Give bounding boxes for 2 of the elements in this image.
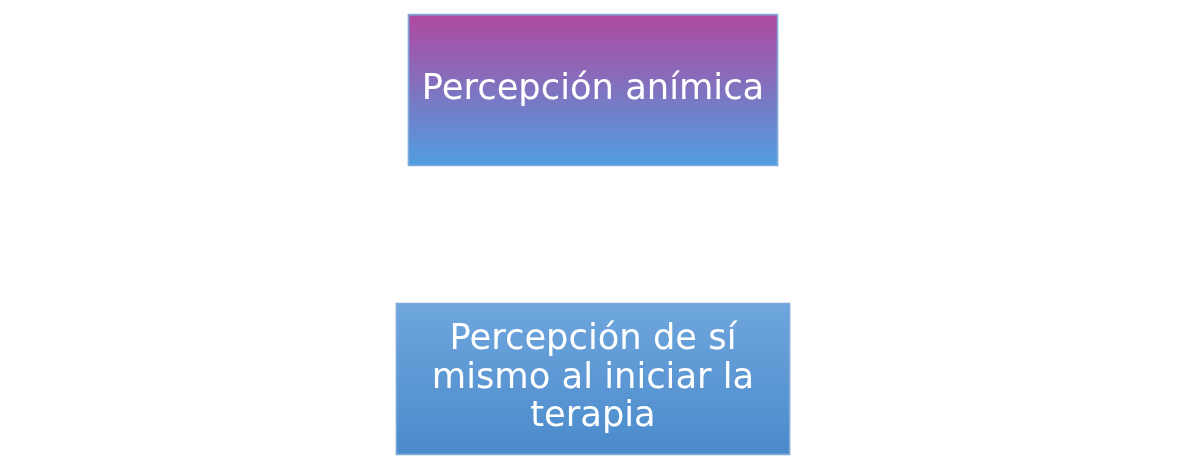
- node-box: Percepción de sí mismo al iniciar la terapia: [395, 302, 791, 456]
- node-box: Percepción anímica: [407, 13, 779, 167]
